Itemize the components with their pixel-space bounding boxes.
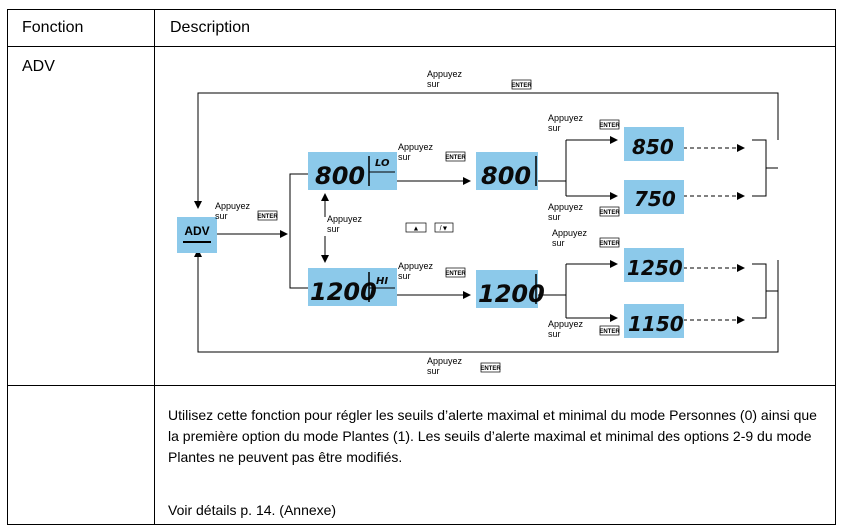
down-key-label: /▼: [440, 226, 449, 233]
lcd-lo-up: 850: [624, 127, 684, 161]
enter-key-hi-up-label: ENTER: [599, 241, 620, 247]
enter-key-bottom: [480, 362, 501, 373]
enter-key-adv: [257, 210, 278, 221]
on-lo-down: sur: [548, 212, 561, 222]
enter-key-lo-up: [599, 119, 620, 130]
row-function-adv: ADV: [22, 58, 55, 75]
lcd-hi-up-value: 1250: [627, 256, 683, 280]
lcd-hi-setting: 1200 HI: [308, 268, 397, 306]
on-lo-up: sur: [548, 123, 561, 133]
table-border-left: [7, 9, 8, 525]
on-adv: sur: [215, 211, 228, 221]
enter-key-bottom-label: ENTER: [480, 366, 501, 372]
enter-key-adv-label: ENTER: [257, 214, 278, 220]
on-top: sur: [427, 79, 440, 89]
press-hi-down: Appuyez: [548, 319, 584, 329]
description-reference: Voir détails p. 14. (Annexe): [168, 502, 337, 518]
enter-key-hi-down: [599, 325, 620, 336]
table-row-divider-diagram: [7, 385, 836, 386]
lcd-hi-result: 1200: [476, 270, 545, 308]
on-bottom: sur: [427, 366, 440, 376]
on-updown: sur: [327, 224, 340, 234]
down-key: [434, 222, 454, 233]
lcd-lo-tag: LO: [375, 158, 390, 169]
lcd-hi-value: 1200: [310, 278, 377, 306]
lcd-lo-down: 750: [624, 180, 684, 214]
up-key: [405, 222, 427, 233]
on-hi-down: sur: [548, 329, 561, 339]
enter-key-hi-down-label: ENTER: [599, 329, 620, 335]
lcd-hi-up: 1250: [624, 248, 684, 282]
header-description: Description: [170, 19, 251, 36]
lcd-lo-result: 800: [476, 152, 538, 190]
press-top: Appuyez: [427, 69, 463, 79]
lcd-lo-up-value: 850: [632, 135, 674, 159]
press-updown: Appuyez: [327, 214, 363, 224]
enter-key-lo-down-label: ENTER: [599, 210, 620, 216]
description-paragraph: Utilisez cette fonction pour régler les …: [168, 407, 817, 465]
press-hi-up: Appuyez: [552, 228, 588, 238]
lcd-lo-result-value: 800: [481, 162, 531, 190]
adv-flow-diagram: ADV 800 LO 800 850 750 1200 HI 1200: [177, 69, 779, 376]
lcd-hi-down: 1150: [624, 304, 684, 338]
lcd-lo-setting: 800 LO: [308, 152, 397, 190]
table-border-right: [835, 9, 836, 525]
dashed-arrows: [683, 144, 745, 324]
on-hi-up: sur: [552, 238, 565, 248]
lcd-hi-tag: HI: [376, 276, 388, 287]
press-lo-down: Appuyez: [548, 202, 584, 212]
press-lo: Appuyez: [398, 142, 434, 152]
adv-key: ADV: [177, 217, 217, 253]
enter-key-top: [511, 79, 532, 90]
lcd-hi-result-value: 1200: [478, 280, 545, 308]
enter-key-hi-label: ENTER: [445, 271, 466, 277]
enter-key-top-label: ENTER: [511, 83, 532, 89]
lcd-lo-down-value: 750: [634, 187, 676, 211]
on-hi: sur: [398, 271, 411, 281]
table-row-divider-header: [7, 46, 836, 47]
adv-key-label: ADV: [184, 224, 209, 238]
lcd-lo-value: 800: [315, 162, 365, 190]
enter-key-lo-up-label: ENTER: [599, 123, 620, 129]
flow-lines: [194, 92, 779, 353]
press-lo-up: Appuyez: [548, 113, 584, 123]
enter-key-lo-down: [599, 206, 620, 217]
enter-keys: ENTER ENTER ENTER ENTER ENTER ENTER ENTE…: [257, 79, 620, 373]
up-key-label: ▲: [413, 226, 420, 233]
enter-key-hi: [445, 267, 466, 278]
press-bottom: Appuyez: [427, 356, 463, 366]
press-hi: Appuyez: [398, 261, 434, 271]
lcd-hi-down-value: 1150: [628, 312, 684, 336]
arrow-keys: ▲ /▼: [405, 222, 454, 233]
enter-key-hi-up: [599, 237, 620, 248]
table-border-top: [7, 9, 836, 10]
on-lo: sur: [398, 152, 411, 162]
table-column-divider: [154, 9, 155, 525]
enter-key-lo-label: ENTER: [445, 155, 466, 161]
press-labels: Appuyez sur Appuyez sur Appuyez sur Appu…: [215, 69, 588, 376]
press-adv: Appuyez: [215, 201, 251, 211]
enter-key-lo: [445, 151, 466, 162]
header-function: Fonction: [22, 19, 84, 36]
